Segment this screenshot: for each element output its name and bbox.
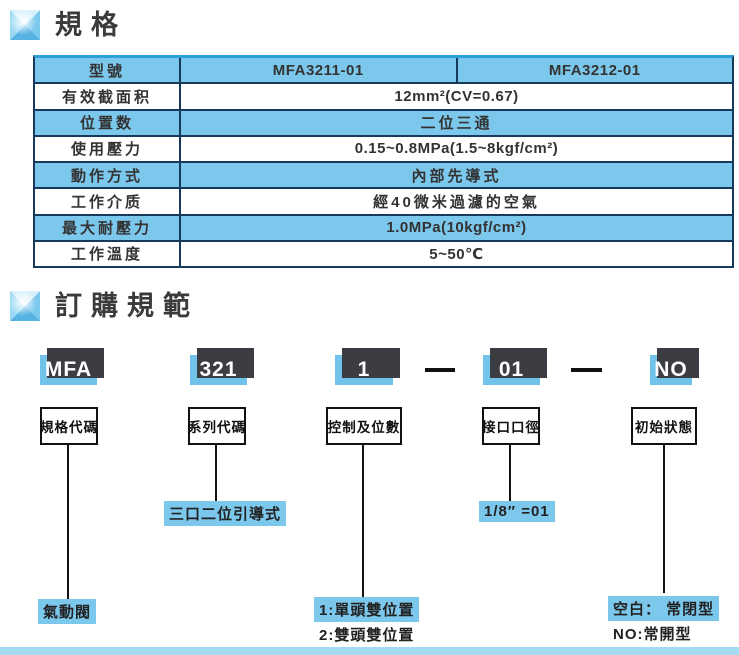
note-initial-state-options: 空白： 常閉型 NO:常開型 — [608, 596, 720, 646]
table-row-effective-area: 有效截面积 12mm²(CV=0.67) — [35, 84, 732, 111]
row-label: 有效截面积 — [35, 84, 181, 109]
row-label: 型號 — [35, 58, 181, 83]
table-row-max-pressure: 最大耐壓力 1.0MPa(10kgf/cm²) — [35, 215, 732, 242]
label-box-initial-state: 初始狀態 — [631, 407, 697, 445]
table-row-actuation: 動作方式 內部先導式 — [35, 163, 732, 190]
section-bullet-icon — [10, 10, 40, 40]
code-box-series: 321 — [190, 355, 247, 385]
highlight-note: 空白： 常閉型 — [608, 596, 720, 621]
connector-line — [215, 445, 217, 502]
label-box-control-digits: 控制及位數 — [326, 407, 402, 445]
model-cell-1: MFA3211-01 — [272, 61, 364, 79]
row-value: 0.15~0.8MPa(1.5~8kgf/cm²) — [354, 140, 559, 158]
highlight-note: 氣動閥 — [38, 599, 97, 624]
note-control-options: 1:單頭雙位置 2:雙頭雙位置 — [314, 597, 420, 647]
note-valve-type: 氣動閥 — [38, 599, 97, 624]
row-value: 經40微米過濾的空氣 — [373, 193, 540, 211]
connector-line — [663, 445, 665, 593]
plain-note: 2:雙頭雙位置 — [319, 627, 415, 644]
order-section-title: 訂購規範 — [55, 291, 199, 321]
spec-section-title: 規格 — [55, 10, 127, 40]
row-label: 位置数 — [35, 110, 181, 135]
row-label: 動作方式 — [35, 163, 181, 188]
code-box-spec: MFA — [40, 355, 97, 385]
section-bullet-icon — [10, 291, 40, 321]
highlight-note: 三口二位引導式 — [164, 501, 287, 526]
note-series-description: 三口二位引導式 — [164, 501, 287, 526]
plain-note: NO:常開型 — [613, 626, 692, 643]
label-box-spec-code: 規格代碼 — [40, 407, 98, 445]
spec-table: 型號 MFA3211-01 MFA3212-01 有效截面积 12mm²(CV=… — [33, 55, 734, 268]
row-label: 工作溫度 — [35, 241, 181, 266]
code-box-control: 1 — [335, 355, 393, 385]
highlight-note: 1:單頭雙位置 — [314, 597, 420, 622]
row-value: 1.0MPa(10kgf/cm²) — [386, 219, 527, 237]
row-value: 12mm²(CV=0.67) — [394, 87, 519, 105]
row-value: 二位三通 — [420, 115, 493, 133]
row-label: 使用壓力 — [35, 136, 181, 161]
dash-separator — [425, 368, 455, 372]
code-box-initial-state: NO — [650, 355, 692, 385]
table-row-medium: 工作介质 經40微米過濾的空氣 — [35, 189, 732, 216]
row-value: 5~50℃ — [429, 245, 484, 263]
note-port-description: 1/8″ =01 — [479, 501, 555, 522]
connector-line — [67, 445, 69, 602]
row-value: 內部先導式 — [411, 167, 502, 185]
label-box-port-size: 接口口徑 — [482, 407, 540, 445]
table-row-operating-pressure: 使用壓力 0.15~0.8MPa(1.5~8kgf/cm²) — [35, 136, 732, 163]
connector-line — [362, 445, 364, 600]
dash-separator — [571, 368, 602, 372]
table-row-temperature: 工作溫度 5~50℃ — [35, 241, 732, 266]
connector-line — [509, 445, 511, 502]
highlight-note: 1/8″ =01 — [479, 501, 555, 522]
label-box-series-code: 系列代碼 — [188, 407, 246, 445]
table-row-model: 型號 MFA3211-01 MFA3212-01 — [35, 58, 733, 85]
model-cell-2: MFA3212-01 — [455, 58, 733, 83]
code-box-port: 01 — [483, 355, 540, 385]
row-label: 工作介质 — [35, 189, 181, 214]
row-label: 最大耐壓力 — [35, 215, 181, 240]
footer-accent-bar — [0, 647, 739, 655]
table-row-positions: 位置数 二位三通 — [35, 110, 732, 137]
